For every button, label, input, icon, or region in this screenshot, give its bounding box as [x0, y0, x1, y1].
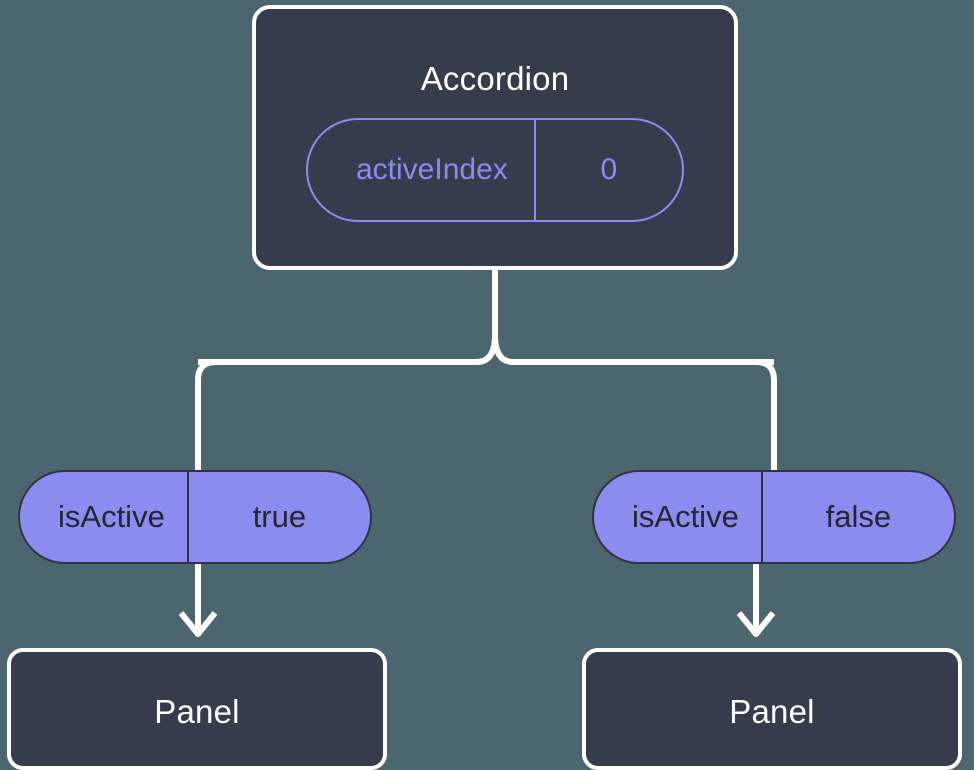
- state-chip-key: activeIndex: [308, 120, 536, 220]
- component-title-panel-left: Panel: [154, 693, 240, 730]
- component-node-panel-left[interactable]: Panel: [7, 648, 387, 770]
- component-node-panel-right[interactable]: Panel: [582, 648, 962, 770]
- fork-junction: [198, 332, 774, 365]
- prop-chip-isactive-false[interactable]: isActive false: [592, 470, 956, 564]
- component-title-accordion: Accordion: [420, 60, 570, 97]
- prop-chip-key: isActive: [20, 472, 189, 562]
- arrow-head-left: [178, 611, 218, 637]
- arrow-head-right: [736, 611, 776, 637]
- prop-chip-isactive-true[interactable]: isActive true: [18, 470, 372, 564]
- state-chip-activeindex[interactable]: activeIndex 0: [306, 118, 684, 222]
- prop-chip-value: true: [252, 499, 307, 534]
- prop-chip-key: isActive: [594, 472, 763, 562]
- prop-chip-value: false: [825, 499, 892, 534]
- component-title-panel-right: Panel: [729, 693, 815, 730]
- branch-left: [195, 359, 217, 472]
- branch-right: [755, 359, 777, 472]
- state-chip-value: 0: [600, 153, 618, 186]
